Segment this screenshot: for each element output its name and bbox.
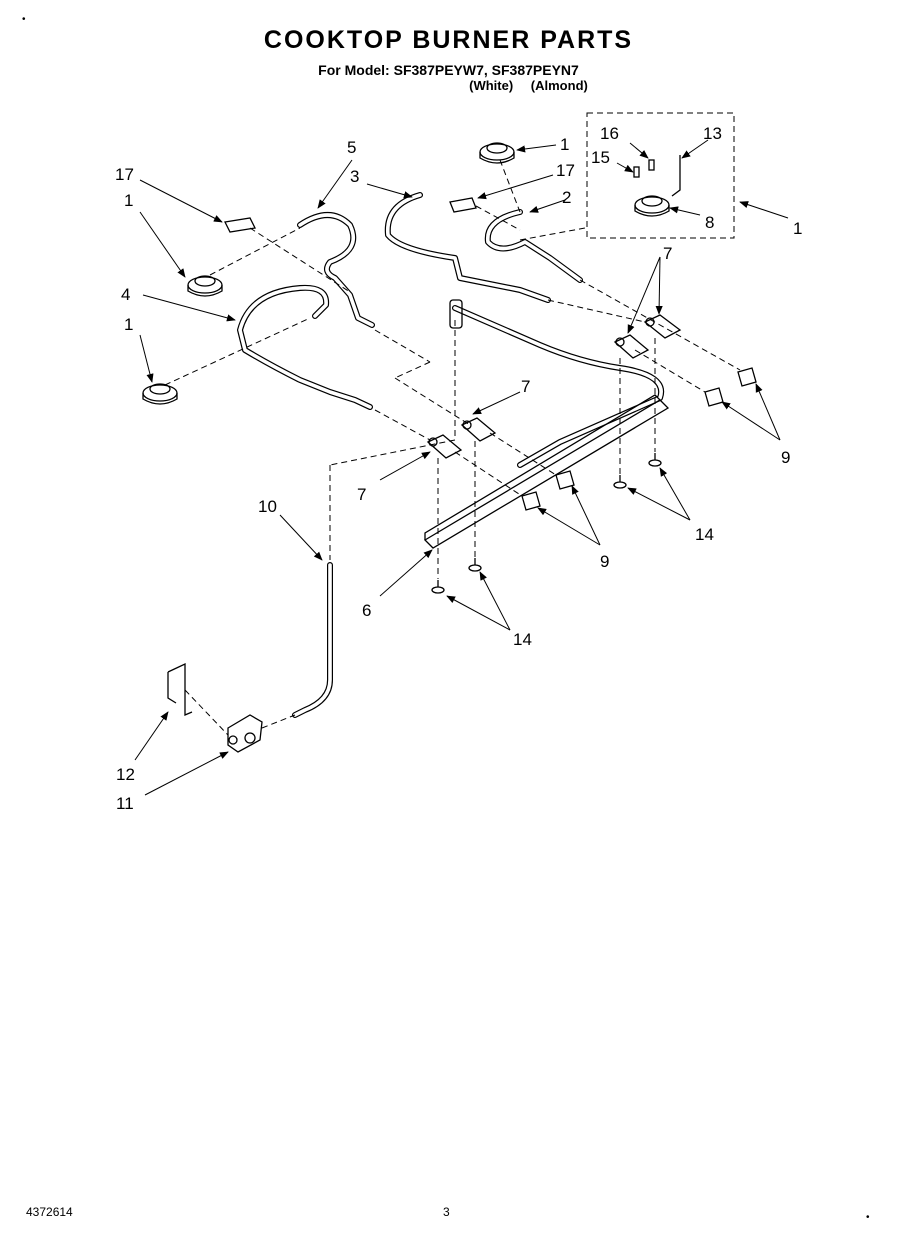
orifice-holder-7c [460, 417, 497, 442]
document-number: 4372614 [26, 1205, 73, 1219]
callout-1: 1 [124, 191, 133, 210]
model-line: For Model: SF387PEYW7, SF387PEYN7 [318, 62, 579, 78]
page-number: 3 [443, 1205, 450, 1219]
callout-14: 14 [513, 630, 532, 649]
clip-9a [737, 367, 757, 387]
screw-part-15 [633, 166, 640, 178]
callout-11: 11 [116, 794, 134, 813]
variant-line: (White) (Almond) [469, 78, 588, 93]
gas-tube-5 [297, 212, 375, 328]
callout-7: 7 [521, 377, 530, 396]
callout-1: 1 [793, 219, 802, 238]
callout-5: 5 [347, 138, 356, 157]
registration-mark: • [866, 1212, 870, 1223]
orifice-holder-7d [426, 434, 463, 459]
clip-9b [704, 387, 724, 407]
gas-tube-10 [292, 562, 333, 718]
surface-burner-top [479, 142, 515, 164]
mounting-bracket-12 [167, 662, 193, 716]
screw-14d [431, 580, 445, 594]
bracket-17-left [224, 217, 256, 233]
callout-17: 17 [115, 165, 134, 184]
bracket-17-top [449, 197, 477, 213]
callout-1: 1 [560, 135, 569, 154]
screw-14b [613, 475, 627, 489]
callout-10: 10 [258, 497, 277, 516]
surface-burner-left-lower [142, 383, 178, 405]
callout-7: 7 [663, 244, 672, 263]
assembly-lines [164, 159, 741, 736]
callout-9: 9 [781, 448, 790, 467]
callout-13: 13 [703, 124, 722, 143]
callout-15: 15 [591, 148, 610, 167]
callout-6: 6 [362, 601, 371, 620]
clip-9c [555, 470, 575, 490]
screw-14a [648, 453, 662, 467]
callout-8: 8 [705, 213, 714, 232]
electrode-part-13 [671, 155, 681, 197]
callout-3: 3 [350, 167, 359, 186]
manifold-rail-6 [423, 299, 670, 549]
callout-7: 7 [357, 485, 366, 504]
gas-valve-11 [227, 714, 263, 753]
callout-17: 17 [556, 161, 575, 180]
orifice-holder-7b [613, 334, 650, 359]
clip-9d [521, 491, 541, 511]
surface-burner-left-upper [187, 275, 223, 297]
page-title: COOKTOP BURNER PARTS [263, 26, 634, 54]
callout-9: 9 [600, 552, 609, 571]
callout-1: 1 [124, 315, 133, 334]
screw-part-16 [648, 159, 655, 171]
screw-14c [468, 558, 482, 572]
assembly-box [586, 112, 735, 239]
registration-mark: • [22, 14, 26, 25]
callout-16: 16 [600, 124, 619, 143]
gas-tube-4 [237, 284, 373, 410]
callout-2: 2 [562, 188, 571, 207]
surface-burner-box [634, 195, 670, 217]
callout-12: 12 [116, 765, 135, 784]
callout-14: 14 [695, 525, 714, 544]
callout-4: 4 [121, 285, 130, 304]
